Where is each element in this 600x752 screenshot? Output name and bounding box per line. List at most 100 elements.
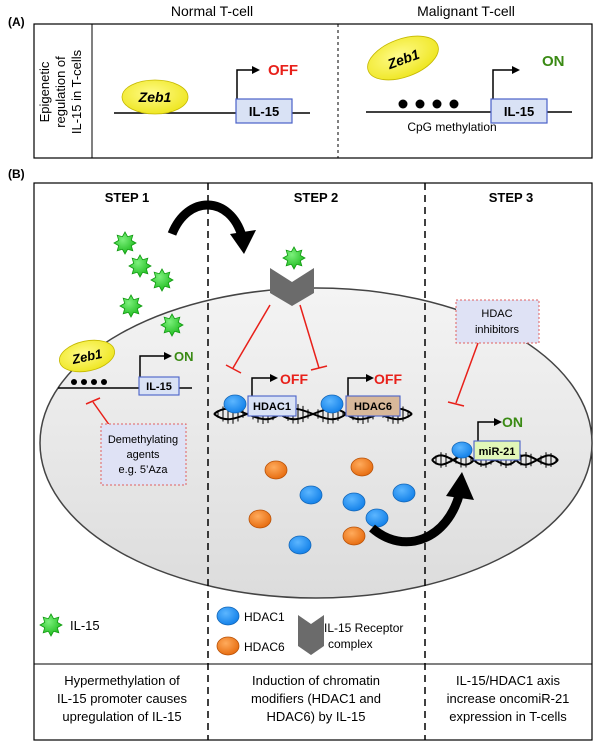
hdac6-gene-label: HDAC6 [354, 401, 392, 413]
hdac1-molecule [342, 492, 366, 512]
step3-inhibition-bar [447, 401, 465, 407]
hdac6-tss-arrow [347, 374, 374, 398]
normal-tss-arrow [236, 66, 260, 103]
hdac-inhibitors-line2: inhibitors [475, 324, 520, 336]
receptor-inhibition-bar-2 [310, 365, 328, 371]
step2-caption-line2: modifiers (HDAC1 and [251, 691, 381, 706]
step3-diagram: HDAC inhibitors miR-21 ON [431, 299, 559, 468]
step1-methyl-dot [81, 379, 87, 385]
panel-a-label: (A) [8, 15, 25, 29]
legend-hdac1-icon [216, 606, 240, 626]
mir21-on-label: ON [502, 414, 523, 430]
normal-tcell-diagram: Zeb1 IL-15 OFF [114, 62, 310, 124]
side-label-line2: regulation of [53, 56, 68, 128]
demethylating-agents-note [100, 423, 187, 486]
hdac6-molecule [264, 460, 288, 480]
il15-receptor-complex [270, 268, 314, 306]
step1-methyl-dot [101, 379, 107, 385]
cell-body [39, 287, 593, 599]
cpg-methylation-caption: CpG methylation [407, 120, 496, 134]
step1-zeb1-factor [59, 339, 115, 373]
mir21-gene-box [473, 440, 521, 461]
legend-hdac1-label: HDAC1 [244, 610, 285, 624]
hdac6-bound-molecule [320, 394, 344, 414]
step1-on-label: ON [174, 349, 194, 364]
legend-receptor-line2: complex [328, 637, 373, 651]
step2-heading: STEP 2 [294, 190, 339, 205]
receptor-inhibition-line-1 [232, 304, 271, 369]
step2-diagram: HDAC1 OFF HDAC6 OFF [213, 304, 416, 555]
step3-caption-line1: IL-15/HDAC1 axis [456, 673, 561, 688]
malignant-il15-gene-box [490, 98, 548, 124]
hdac6-gene-box [345, 395, 401, 417]
il15-molecule [113, 231, 137, 255]
hdac-inhibitors-note [455, 299, 540, 344]
mir21-gene-label: miR-21 [479, 446, 516, 458]
step1-inhibition-line [92, 401, 111, 427]
normal-off-label: OFF [268, 62, 298, 79]
hdac1-molecule [299, 485, 323, 505]
step1-caption-line1: Hypermethylation of [64, 673, 180, 688]
step2-caption-line1: Induction of chromatin [252, 673, 380, 688]
step1-to-step2-arrow [167, 200, 247, 238]
hdac1-off-label: OFF [280, 371, 308, 387]
malignant-tcell-diagram: Zeb1 CpG methylation IL-15 ON [366, 35, 572, 134]
receptor-inhibition-bar-1 [225, 364, 242, 374]
hdac1-molecule [392, 483, 416, 503]
hdac1-molecule [288, 535, 312, 555]
side-label-line3: IL-15 in T-cells [69, 49, 84, 134]
cpg-methyl-dot [398, 99, 408, 109]
cpg-methyl-dot [415, 99, 425, 109]
hdac1-bound-molecule [223, 394, 247, 414]
step3-caption: IL-15/HDAC1 axis increase oncomiR-21 exp… [447, 673, 570, 724]
hdac1-tss-arrow [251, 374, 278, 398]
hdac6-molecule [350, 457, 374, 477]
legend-receptor-line1: IL-15 Receptor [324, 621, 403, 635]
malignant-on-label: ON [542, 53, 565, 70]
step3-caption-line3: expression in T-cells [449, 709, 567, 724]
malignant-tss-arrow [492, 66, 520, 100]
mir21-tss-arrow [477, 418, 502, 443]
step1-caption-line3: upregulation of IL-15 [62, 709, 181, 724]
step1-zeb1-label: Zeb1 [70, 346, 104, 367]
normal-il15-gene-box [235, 98, 293, 124]
step2-to-step3-arrow [369, 490, 465, 547]
step1-methyl-dot [71, 379, 77, 385]
legend-hdac6-icon [216, 636, 240, 656]
cpg-methyl-dot [432, 99, 442, 109]
step1-to-step2-arrowhead [230, 230, 256, 254]
step1-heading: STEP 1 [105, 190, 150, 205]
mir21-bound-hdac1 [451, 441, 473, 459]
malignant-il15-gene-label: IL-15 [504, 104, 534, 119]
step1-caption-line2: IL-15 promoter causes [57, 691, 188, 706]
step1-il15-gene-box [138, 376, 180, 396]
step1-tss-arrow [139, 352, 172, 377]
normal-il15-gene-label: IL-15 [249, 104, 279, 119]
hdac6-molecule [248, 509, 272, 529]
normal-tcell-title: Normal T-cell [171, 3, 253, 19]
step2-caption: Induction of chromatin modifiers (HDAC1 … [251, 673, 381, 724]
hdac-inhibitors-line1: HDAC [481, 308, 512, 320]
hdac6-molecule [342, 526, 366, 546]
cpg-methyl-dot [449, 99, 459, 109]
il15-molecule [282, 246, 306, 270]
demethylating-line1: Demethylating [108, 434, 178, 446]
step1-methyl-dot [91, 379, 97, 385]
legend-receptor-icon [298, 615, 324, 655]
legend-hdac6-label: HDAC6 [244, 640, 285, 654]
step1-il15-gene-label: IL-15 [146, 381, 172, 393]
step2-to-step3-arrowhead [446, 472, 474, 500]
demethylating-line3: e.g. 5’Aza [119, 464, 169, 476]
step2-caption-line3: HDAC6) by IL-15 [267, 709, 366, 724]
hdac1-gene-label: HDAC1 [253, 401, 291, 413]
step1-inhibition-bar [85, 397, 101, 405]
step3-inhibition-line [455, 342, 479, 404]
il15-molecule [150, 268, 174, 292]
il15-molecule [160, 313, 184, 337]
receptor-inhibition-line-2 [299, 304, 320, 369]
panel-a-side-label: Epigenetic regulation of IL-15 in T-cell… [37, 49, 84, 134]
panel-b-label: (B) [8, 167, 25, 181]
il15-molecule [128, 254, 152, 278]
step3-caption-line2: increase oncomiR-21 [447, 691, 570, 706]
